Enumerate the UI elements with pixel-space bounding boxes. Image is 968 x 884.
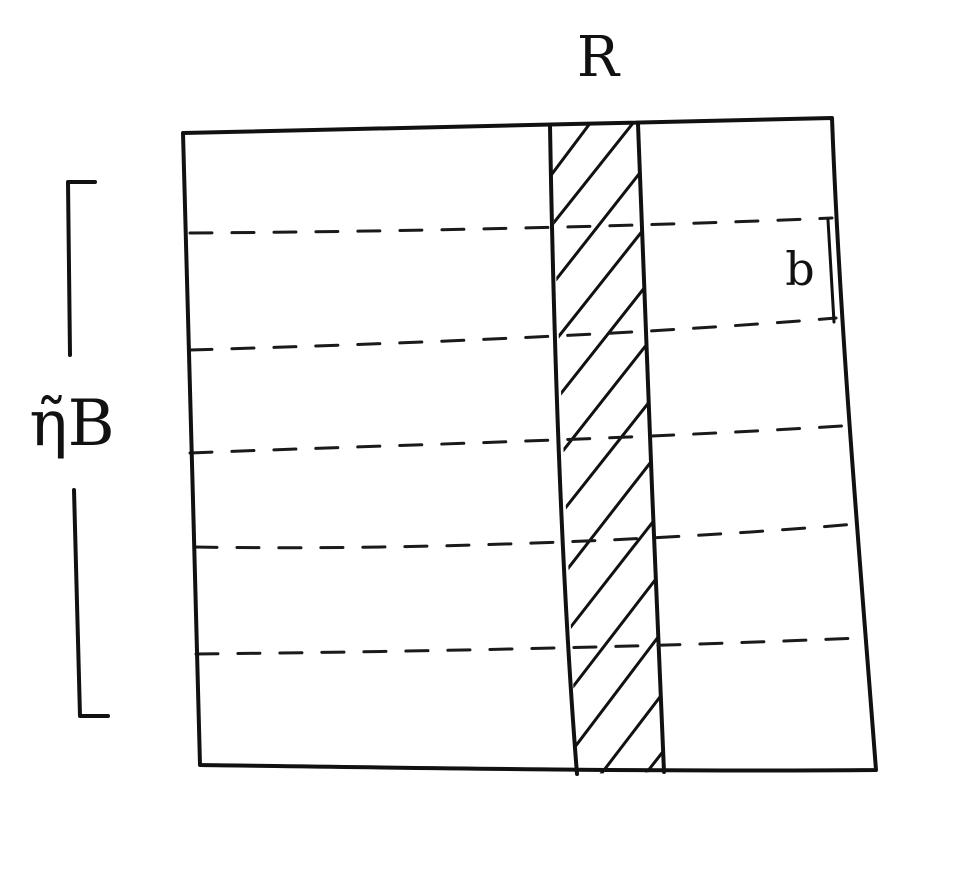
bracket-bottom-segment [72, 488, 110, 718]
column-label-R: R [577, 25, 621, 90]
left-bracket [66, 180, 110, 718]
bracket-top-segment [66, 180, 97, 357]
row-height-marker [826, 218, 836, 324]
matrix-outline [181, 116, 878, 773]
bracket-label: η̃B [29, 387, 114, 461]
dashed-row-4 [193, 522, 858, 550]
dashed-row-1 [188, 216, 834, 235]
column-right-edge [636, 122, 666, 774]
column-left-edge [548, 124, 579, 776]
row-label-b: b [785, 242, 814, 296]
hatched-column-R [548, 122, 666, 776]
dashed-row-3 [188, 424, 844, 455]
dashed-row-2 [188, 316, 838, 352]
dashed-row-5 [194, 636, 860, 656]
dashed-rows [188, 216, 860, 656]
